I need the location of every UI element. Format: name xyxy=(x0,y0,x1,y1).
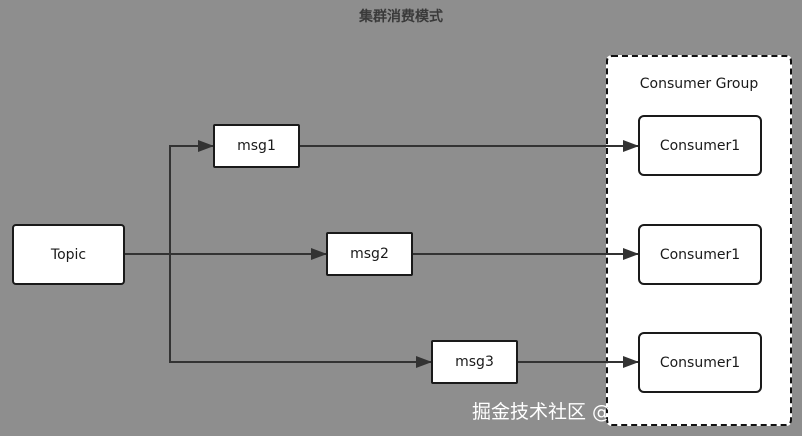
consumer-node-3: Consumer1 xyxy=(638,332,762,393)
consumer-group-label: Consumer Group xyxy=(639,76,759,92)
watermark-text: 掘金技术社区 @ 黑大天之骄子 xyxy=(472,401,732,423)
message-node-msg2: msg2 xyxy=(326,232,413,276)
topic-node: Topic xyxy=(12,224,125,285)
message-node-msg3: msg3 xyxy=(431,340,518,384)
consumer-node-1: Consumer1 xyxy=(638,115,762,176)
consumer-node-2: Consumer1 xyxy=(638,224,762,285)
diagram-title: 集群消费模式 xyxy=(359,9,443,25)
message-node-msg1: msg1 xyxy=(213,124,300,168)
